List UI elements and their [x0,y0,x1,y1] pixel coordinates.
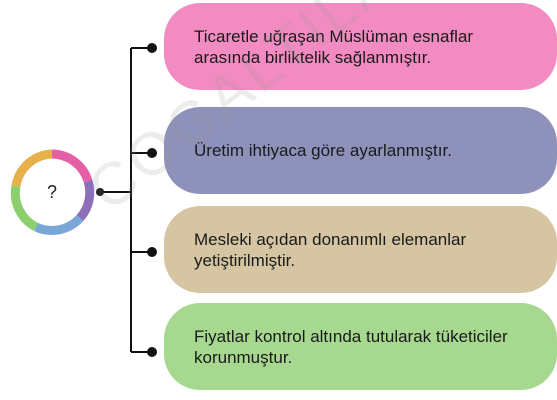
ring-segment-pink [51,149,93,183]
ring-segment-orange [11,149,53,187]
center-node: ? [6,146,98,238]
item-box-3: Mesleki açıdan donanımlı elemanlar yetiş… [164,206,557,293]
center-question-label: ? [46,181,57,202]
ring-segment-blue [34,214,84,235]
item-box-2: Üretim ihtiyaca göre ayarlanmıştır. [164,107,557,194]
item-box-4: Fiyatlar kontrol altında tutularak tüket… [164,303,557,390]
connector-dot-4 [147,347,157,357]
item-text-4: Fiyatlar kontrol altında tutularak tüket… [194,326,508,367]
connector-dot-3 [147,247,157,257]
item-text-1: Ticaretle uğraşan Müslüman esnaflar aras… [194,26,474,67]
connector-dot-1 [147,43,157,53]
item-text-3: Mesleki açıdan donanımlı elemanlar yetiş… [194,229,467,270]
color-ring [10,149,95,235]
ring-segment-purple [76,179,95,222]
connector-dot-2 [147,148,157,158]
ring-segment-green [10,185,39,232]
item-text-2: Üretim ihtiyaca göre ayarlanmıştır. [194,141,452,160]
item-box-1: Ticaretle uğraşan Müslüman esnaflar aras… [164,3,557,90]
